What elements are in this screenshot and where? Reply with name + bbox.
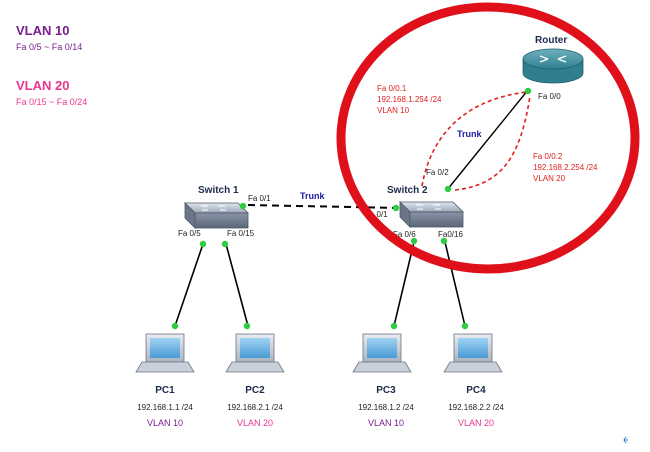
pc3-vlan: VLAN 10	[368, 418, 404, 428]
port-dot	[390, 322, 398, 330]
port-dots	[171, 87, 532, 330]
pc1-icon[interactable]	[135, 333, 195, 373]
trunk-link-switches	[247, 204, 401, 209]
subif-link-vlan10	[421, 91, 528, 187]
port-dot	[221, 240, 229, 248]
router-label: Router	[535, 35, 567, 46]
pc1-vlan: VLAN 10	[147, 418, 183, 428]
switch-1-icon[interactable]	[184, 202, 249, 229]
sw2-port-left: Fa 0/1	[365, 210, 388, 219]
sw1-port-uplink: Fa 0/1	[248, 194, 271, 203]
subif-link-vlan20	[454, 95, 531, 191]
subif2-ip: 192.168.2.254 /24	[533, 163, 598, 172]
port-dot	[440, 237, 448, 245]
sw2-port-a: Fa 0/6	[393, 230, 416, 239]
port-dot	[410, 237, 418, 245]
vlan10-ports: Fa 0/5 ~ Fa 0/14	[16, 42, 82, 52]
router-icon[interactable]	[522, 48, 584, 84]
pc4-vlan: VLAN 20	[458, 418, 494, 428]
vlan10-title: VLAN 10	[16, 23, 69, 38]
switch-1-label: Switch 1	[198, 185, 239, 196]
port-dot	[171, 322, 179, 330]
pc1-ip: 192.168.1.1 /24	[137, 403, 193, 412]
pc3-name: PC3	[376, 385, 396, 396]
port-dot	[392, 204, 400, 212]
vlan20-ports: Fa 0/15 ~ Fa 0/24	[16, 97, 87, 107]
pc2-ip: 192.168.2.1 /24	[227, 403, 283, 412]
pc4-ip: 192.168.2.2 /24	[448, 403, 504, 412]
port-dot	[243, 322, 251, 330]
link-sw1-pc1	[174, 243, 204, 327]
sw2-port-uplink: Fa 0/2	[426, 168, 449, 177]
corner-arrow-icon	[623, 436, 628, 444]
pc4-name: PC4	[466, 385, 486, 396]
port-dot	[524, 87, 532, 95]
sw1-port-a: Fa 0/5	[178, 229, 201, 238]
subif2-vlan: VLAN 20	[533, 174, 566, 183]
pc3-ip: 192.168.1.2 /24	[358, 403, 414, 412]
vlan20-title: VLAN 20	[16, 78, 69, 93]
trunk-link-router	[446, 89, 529, 191]
pc2-vlan: VLAN 20	[237, 418, 273, 428]
router-port: Fa 0/0	[538, 92, 561, 101]
subif1-port: Fa 0/0.1	[377, 84, 407, 93]
subif1-ip: 192.168.1.254 /24	[377, 95, 442, 104]
port-dot	[239, 202, 247, 210]
link-sw1-pc2	[225, 243, 249, 327]
highlight-ring	[336, 2, 640, 274]
subif1-vlan: VLAN 10	[377, 106, 410, 115]
pc1-name: PC1	[155, 385, 175, 396]
switch-2-label: Switch 2	[387, 185, 428, 196]
pc2-icon[interactable]	[225, 333, 285, 373]
switch-2-icon[interactable]	[399, 201, 464, 228]
trunk-label-router: Trunk	[457, 129, 482, 139]
sw2-port-b: Fa0/16	[438, 230, 463, 239]
sw1-port-b: Fa 0/15	[227, 229, 255, 238]
subif2-port: Fa 0/0.2	[533, 152, 563, 161]
link-sw2-pc3	[393, 241, 415, 327]
pc2-name: PC2	[245, 385, 265, 396]
pc3-icon[interactable]	[352, 333, 412, 373]
link-sw2-pc4	[444, 241, 466, 327]
port-dot	[461, 322, 469, 330]
port-dot	[199, 240, 207, 248]
port-dot	[444, 185, 452, 193]
pc4-icon[interactable]	[443, 333, 503, 373]
trunk-label-switches: Trunk	[300, 191, 325, 201]
